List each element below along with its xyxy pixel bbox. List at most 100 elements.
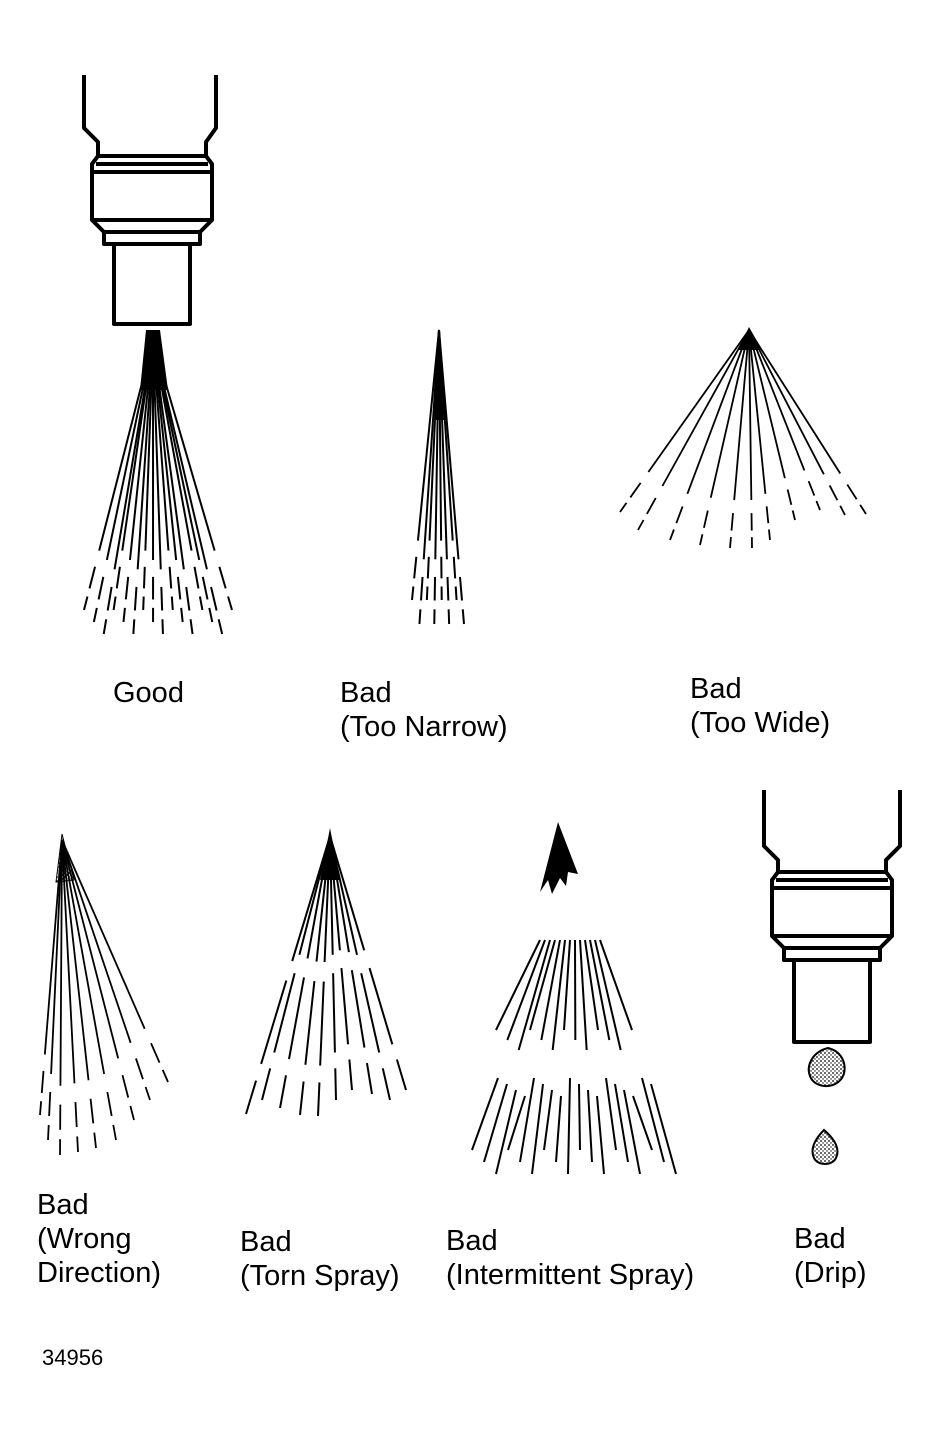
spray-ray (567, 1077, 571, 1175)
spray-wrong-direction (39, 833, 169, 1156)
spray-ray (48, 1091, 52, 1117)
spray-ray (786, 489, 793, 506)
spray-ray (152, 339, 185, 570)
spray-ray (40, 1070, 45, 1094)
spray-ray (859, 504, 867, 515)
spray-ray (218, 566, 227, 589)
spray-ray (461, 609, 465, 625)
spray-ray (340, 967, 350, 1045)
spray-ray (93, 1132, 97, 1149)
spray-ray (748, 329, 842, 475)
spray-ray (637, 519, 645, 531)
spray-ray (471, 1077, 499, 1151)
spray-ray (323, 835, 331, 963)
spray-ray (519, 1077, 535, 1163)
spray-ray (495, 939, 541, 1031)
spray-ray (579, 939, 588, 1051)
spray-ray (748, 329, 825, 475)
spray-ray (447, 609, 451, 625)
spray-ray (50, 839, 63, 1075)
spray-ray (703, 510, 709, 528)
spray-ray (828, 484, 839, 501)
spray-ray (419, 576, 424, 601)
spray-ray (619, 502, 628, 513)
spray-ray (279, 1075, 287, 1109)
spray-ray (122, 607, 126, 623)
spray-ray (555, 1095, 562, 1163)
spray-ray (623, 1089, 641, 1175)
spray-ray (273, 973, 296, 1053)
spray-ray (605, 1077, 617, 1151)
spray-ray (438, 329, 460, 560)
spray-ray (334, 1068, 337, 1101)
spray-too-narrow (411, 328, 465, 625)
spray-ray (317, 1082, 321, 1117)
spray-ray (299, 1081, 305, 1116)
spray-ray (578, 1083, 581, 1151)
spray-ray (632, 1095, 653, 1151)
spray-ray (350, 969, 366, 1048)
spray-ray (208, 607, 214, 623)
spray-ray (629, 482, 642, 498)
spray-ray (661, 329, 750, 487)
spray-ray (641, 1077, 665, 1163)
spray-ray (729, 537, 732, 549)
spray-ray (210, 586, 218, 611)
spray-intermittent (471, 822, 677, 1175)
spray-ray (517, 939, 551, 1051)
spray-ray (368, 967, 394, 1045)
spray-ray (614, 1083, 629, 1163)
spray-ray (815, 500, 821, 511)
spray-ray (61, 839, 132, 1044)
spray-ray (584, 939, 599, 1031)
spray-ray (454, 586, 458, 601)
spray-ray (506, 939, 546, 1041)
spray-ray (418, 609, 422, 625)
spray-ray (150, 1042, 161, 1064)
spray-ray (507, 1095, 526, 1151)
spray-ray (102, 619, 108, 635)
spray-ray (112, 1124, 117, 1141)
spray-ray (381, 1068, 391, 1101)
spray-ray (304, 980, 316, 1065)
spray-ray (315, 835, 331, 962)
spray-ray (675, 506, 684, 524)
spray-ray (563, 939, 571, 1031)
spray-ray (599, 939, 633, 1031)
figure-number: 34956 (42, 1345, 104, 1370)
spray-ray (89, 1098, 95, 1124)
spray-ray (395, 1059, 407, 1091)
spray-good (83, 330, 233, 635)
spray-ray (161, 1069, 169, 1083)
spray-ray (43, 839, 63, 1055)
spray-ray (106, 1091, 113, 1117)
spray-ray (133, 586, 138, 611)
spray-ray (413, 556, 418, 579)
spray-ray (709, 329, 750, 498)
spray-ray (360, 973, 381, 1053)
spray-ray (59, 839, 63, 1086)
spray-ray (329, 835, 341, 951)
spray-ray (483, 1083, 508, 1163)
spray-ray (791, 510, 796, 521)
spray-ray (306, 835, 331, 959)
spray-ray (83, 596, 89, 611)
spray-ray (594, 939, 622, 1051)
spray-ray (132, 619, 136, 635)
spray-ray (152, 339, 170, 551)
spray-ray (459, 576, 463, 601)
label-wrong-direction: Bad (Wrong Direction) (37, 1189, 162, 1289)
spray-ray (39, 1101, 42, 1116)
spray-ray (839, 505, 846, 516)
spray-ray (97, 576, 105, 600)
spray-ray (647, 329, 750, 473)
spray-ray (144, 1086, 151, 1101)
drip-droplets (807, 1046, 846, 1165)
spray-ray (61, 839, 146, 1030)
spray-ray (646, 497, 657, 515)
spray-ray (61, 839, 76, 1084)
spray-ray (260, 980, 288, 1065)
spray-ray (529, 939, 556, 1031)
spray-ray (531, 1083, 544, 1175)
